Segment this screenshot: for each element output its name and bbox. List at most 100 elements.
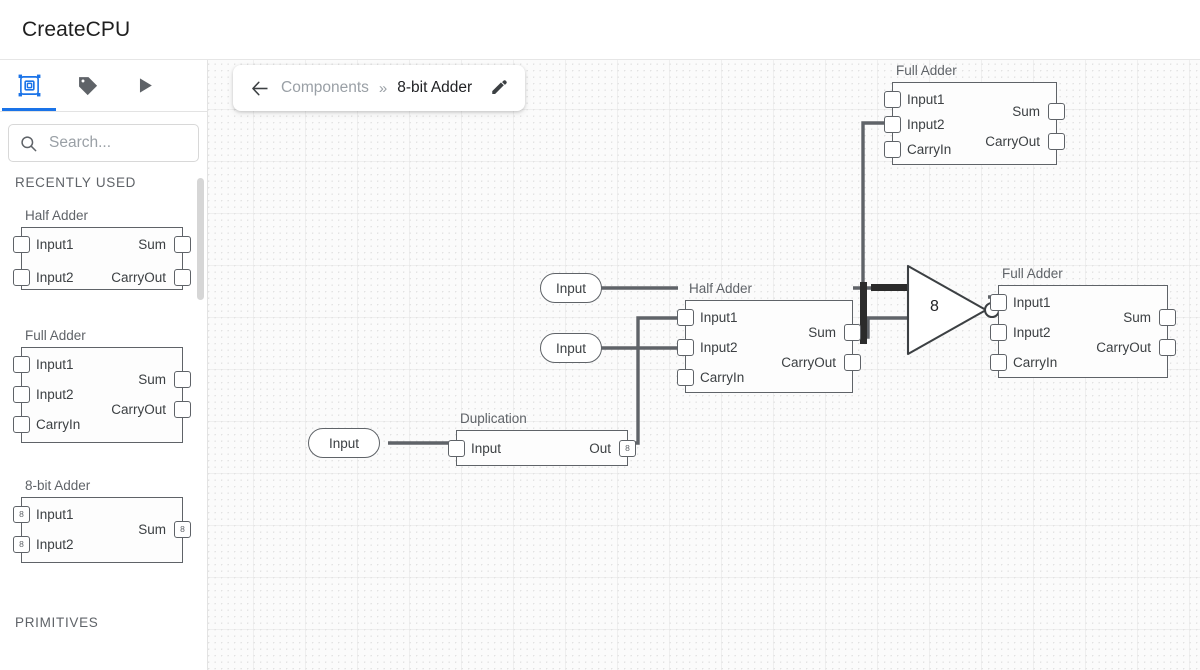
sidebar-component-list[interactable]: RECENTLY USED Half Adder Input1 Input2 S… [0,163,207,670]
pin-label-input1: Input1 [907,92,945,107]
breadcrumb: Components » 8-bit Adder [233,65,526,111]
node-title: Duplication [460,411,527,426]
pin-label-sum: Sum [1012,104,1040,119]
pin-label-carryout: CarryOut [111,402,166,417]
sidebar-tabbar [0,60,207,112]
wire-junction [860,282,867,344]
pin-carryin[interactable] [884,141,901,158]
sidebar-component-8-bit-adder[interactable]: 8-bit Adder 8 8 8 Input1 Input2 Sum [13,478,191,563]
pin-carryin[interactable] [677,369,694,386]
pin-sum[interactable]: 8 [174,521,191,538]
pin-input1[interactable] [990,294,1007,311]
tab-components[interactable] [0,60,58,111]
sidebar-component-half-adder[interactable]: Half Adder Input1 Input2 Sum CarryOut [13,208,191,290]
pin-sum[interactable] [174,371,191,388]
wire-duplication-to-halfadder-input2 [628,316,678,445]
pin-carryin[interactable] [13,416,30,433]
pin-input1[interactable] [13,236,30,253]
pin-input1[interactable] [884,91,901,108]
pin-carryout[interactable] [1048,133,1065,150]
pin-input1[interactable]: 8 [13,506,30,523]
search-box[interactable] [8,124,199,162]
pin-input2[interactable] [677,339,694,356]
app-titlebar: CreateCPU [0,0,1200,60]
node-full-adder-top[interactable]: Full Adder Input1 Input2 CarryIn Sum Car… [884,63,1065,165]
pin-label-carryin: CarryIn [1013,355,1058,370]
pin-carryin[interactable] [990,354,1007,371]
sidebar-scrollbar[interactable] [197,178,204,300]
pin-input2[interactable] [13,386,30,403]
chip-icon [18,74,41,97]
component-body: Input1 Input2 CarryIn Sum CarryOut [13,347,191,443]
pin-label-input1: Input1 [36,237,74,252]
pencil-icon[interactable] [490,79,508,97]
search-icon [19,134,38,153]
pin-input[interactable] [448,440,465,457]
pin-input2[interactable]: 8 [13,536,30,553]
node-title: Full Adder [896,63,957,78]
pin-label-input2: Input2 [36,270,74,285]
pin-label-carryout: CarryOut [985,134,1040,149]
pin-label-input1: Input1 [1013,295,1051,310]
node-body: 8 Input Out [448,430,636,466]
pin-input2[interactable] [13,269,30,286]
pin-label-input2: Input2 [36,537,74,552]
input-pin-label: Input [328,435,360,451]
tab-run[interactable] [116,60,174,111]
pin-input2[interactable] [990,324,1007,341]
pin-label-input1: Input1 [36,357,74,372]
node-title: Half Adder [689,281,753,296]
pin-sum[interactable] [174,236,191,253]
gate-shape [906,264,1001,356]
input-pin-label: Input [555,340,587,356]
play-icon [136,76,155,95]
breadcrumb-current: 8-bit Adder [397,79,473,96]
pin-carryout[interactable] [844,354,861,371]
tag-icon [76,74,99,97]
pin-label-carryin: CarryIn [700,370,745,385]
pin-label-input2: Input2 [1013,325,1051,340]
pin-label-input1: Input1 [700,310,738,325]
app-title: CreateCPU [22,17,131,41]
pin-out[interactable]: 8 [619,440,636,457]
tab-labels[interactable] [58,60,116,111]
input-pin-2[interactable]: Input [540,333,602,363]
sidebar-component-full-adder[interactable]: Full Adder Input1 Input2 CarryIn Sum Car… [13,328,191,443]
pin-label-carryout: CarryOut [111,270,166,285]
node-title: Full Adder [1002,266,1063,281]
component-title: Full Adder [25,328,86,343]
pin-sum[interactable] [844,324,861,341]
pin-input1[interactable] [677,309,694,326]
node-half-adder-mid[interactable]: Half Adder Input1 Input2 CarryIn Sum Car… [677,281,861,393]
pin-label-input: Input [471,441,502,456]
sidebar: RECENTLY USED Half Adder Input1 Input2 S… [0,60,208,670]
input-pin-label: Input [555,280,587,296]
pin-label-input2: Input2 [36,387,74,402]
component-title: 8-bit Adder [25,478,91,493]
breadcrumb-parent[interactable]: Components [281,79,369,96]
pin-label-input2: Input2 [907,117,945,132]
pin-label-carryout: CarryOut [1096,340,1151,355]
app-body: RECENTLY USED Half Adder Input1 Input2 S… [0,60,1200,670]
input-pin-3[interactable]: Input [308,428,380,458]
input-pin-1[interactable]: Input [540,273,602,303]
section-header-primitives: PRIMITIVES [15,615,99,630]
node-duplication[interactable]: Duplication 8 Input Out [448,411,636,466]
pin-sum[interactable] [1048,103,1065,120]
pin-carryout[interactable] [174,401,191,418]
pin-label-sum: Sum [1123,310,1151,325]
pin-input1[interactable] [13,356,30,373]
pin-carryout[interactable] [1159,339,1176,356]
component-title: Half Adder [25,208,89,223]
pin-sum[interactable] [1159,309,1176,326]
pin-label-sum: Sum [138,237,166,252]
gate-bus-width-label: 8 [930,298,939,315]
pin-input2[interactable] [884,116,901,133]
pin-label-input1: Input1 [36,507,74,522]
arrow-left-icon[interactable] [250,78,271,99]
node-full-adder-right[interactable]: Full Adder Input1 Input2 CarryIn Sum Car… [990,266,1176,378]
node-merge-gate[interactable]: 8 [900,260,1001,365]
search-input[interactable] [47,133,187,153]
pin-carryout[interactable] [174,269,191,286]
editor-canvas[interactable]: Components » 8-bit Adder Input Input Inp… [208,60,1200,670]
